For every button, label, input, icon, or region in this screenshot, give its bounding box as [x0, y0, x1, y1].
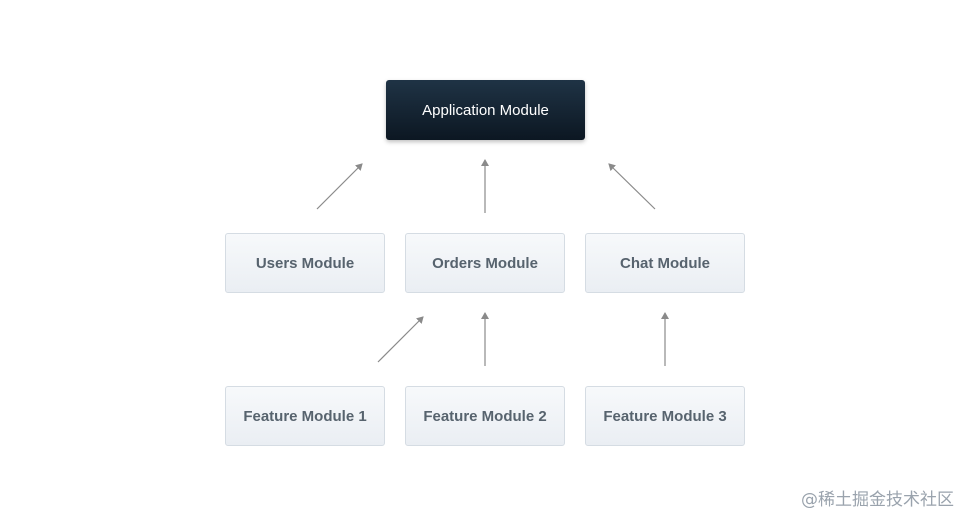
- arrow-chat-to-application: [608, 163, 656, 210]
- application-module-node: Application Module: [386, 80, 585, 140]
- feature-module-1-label: Feature Module 1: [243, 407, 367, 425]
- users-module-node: Users Module: [225, 233, 385, 293]
- orders-module-node: Orders Module: [405, 233, 565, 293]
- orders-module-label: Orders Module: [432, 254, 538, 272]
- arrow-feature1-to-orders: [377, 316, 424, 363]
- feature-module-3-node: Feature Module 3: [585, 386, 745, 446]
- chat-module-node: Chat Module: [585, 233, 745, 293]
- chat-module-label: Chat Module: [620, 254, 710, 272]
- users-module-label: Users Module: [255, 254, 355, 272]
- feature-module-2-node: Feature Module 2: [405, 386, 565, 446]
- feature-module-2-label: Feature Module 2: [423, 407, 547, 425]
- feature-module-1-node: Feature Module 1: [225, 386, 385, 446]
- arrow-users-to-application: [316, 163, 363, 210]
- feature-module-3-label: Feature Module 3: [603, 407, 727, 425]
- application-module-label: Application Module: [422, 101, 549, 119]
- watermark: @稀土掘金技术社区: [801, 490, 954, 510]
